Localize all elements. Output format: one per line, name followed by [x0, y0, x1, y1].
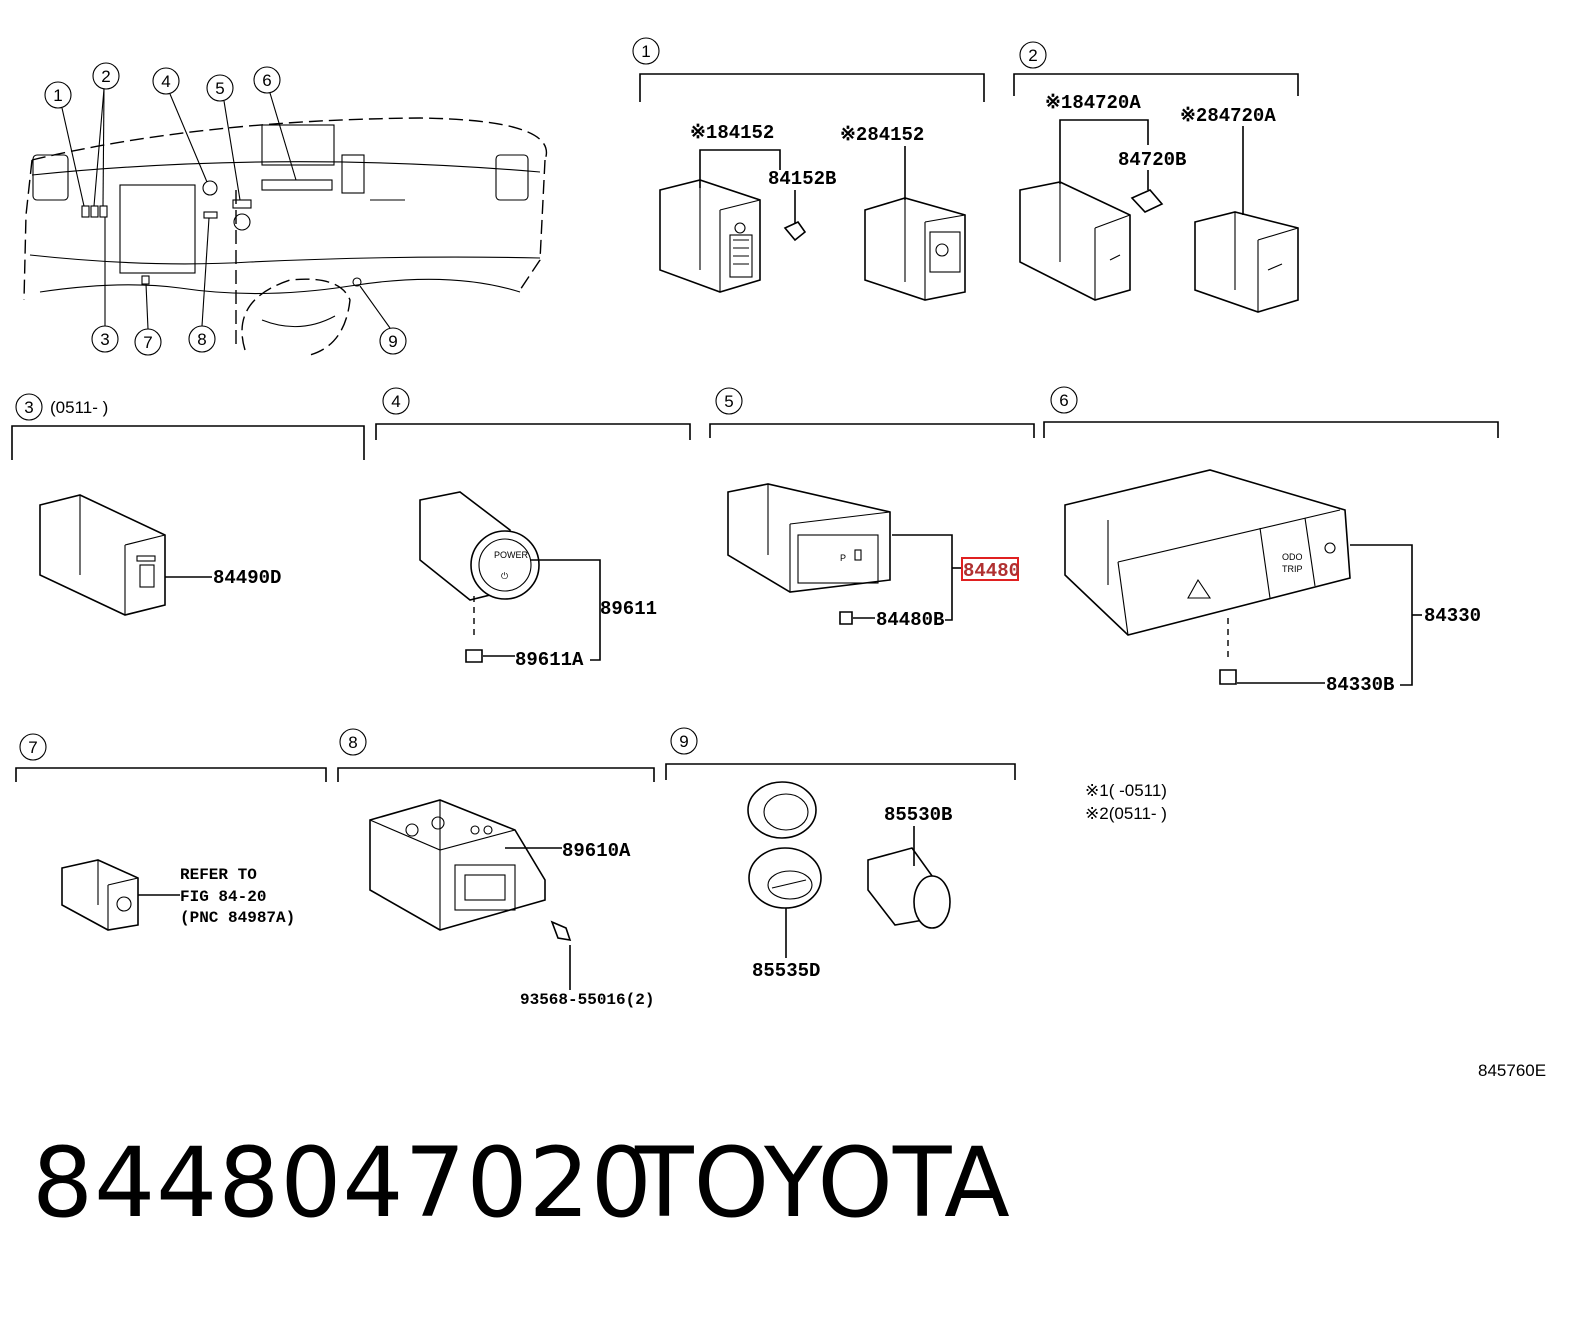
p-switch-label: P [840, 553, 846, 563]
label-84720B: 84720B [1118, 149, 1186, 171]
label-93568: 93568-55016(2) [520, 991, 654, 1009]
section-3-number: 3 [24, 398, 33, 417]
socket-85535D [747, 781, 822, 909]
socket-85530B [867, 847, 951, 929]
section-3-note: (0511- ) [50, 398, 108, 417]
callout-4: 4 [161, 72, 170, 91]
applicability-notes: ※1( -0511) ※2(0511- ) [1085, 781, 1167, 823]
brand-name: TOYOTA [635, 1127, 1010, 1239]
power-label: POWER [494, 550, 529, 560]
section-5: 5 P 84480 84480B [709, 387, 1035, 631]
section-5-number: 5 [724, 392, 733, 411]
section-7-number: 7 [28, 738, 37, 757]
callout-7: 7 [143, 333, 152, 352]
module-89610A [369, 799, 546, 931]
section-4: 4 POWER ⏻ 89611 89611A [375, 387, 691, 671]
label-84480: 84480 [963, 560, 1020, 582]
dashboard-overview: 1 2 4 5 6 3 7 8 9 [23, 62, 548, 356]
label-89611: 89611 [600, 598, 657, 620]
label-84330: 84330 [1424, 605, 1481, 627]
callout-8: 8 [197, 330, 206, 349]
switch-84330: ODO TRIP [1064, 469, 1351, 636]
label-89610A: 89610A [562, 840, 631, 862]
label-85530B: 85530B [884, 804, 952, 826]
section-1-number: 1 [641, 42, 650, 61]
trip-label: TRIP [1282, 564, 1303, 574]
label-84152-1: ※184152 [690, 122, 774, 144]
power-icon: ⏻ [501, 571, 508, 581]
label-89611A: 89611A [515, 649, 584, 671]
refer-line-1: REFER TO [180, 866, 257, 884]
switch-84720A-type2 [1194, 211, 1299, 313]
callout-9: 9 [388, 332, 397, 351]
label-85535D: 85535D [752, 960, 820, 982]
note-1: ※1( -0511) [1085, 781, 1167, 800]
label-84152B: 84152B [768, 168, 836, 190]
label-84480B: 84480B [876, 609, 944, 631]
section-9: 9 85535D 85530B [665, 727, 1016, 982]
callout-5: 5 [215, 79, 224, 98]
callout-3: 3 [100, 330, 109, 349]
section-8-number: 8 [348, 733, 357, 752]
section-9-number: 9 [679, 732, 688, 751]
switch-84490D [39, 494, 166, 616]
section-2-number: 2 [1028, 46, 1037, 65]
switch-84987A [61, 859, 139, 931]
part-number: 8448047020 [32, 1127, 653, 1239]
switch-84720A-type1 [1019, 181, 1131, 301]
refer-line-3: (PNC 84987A) [180, 909, 295, 927]
label-84330B: 84330B [1326, 674, 1394, 696]
callout-6: 6 [262, 71, 271, 90]
section-6-number: 6 [1059, 391, 1068, 410]
label-84720A-2: ※284720A [1180, 105, 1276, 127]
highlight-box-84480 [961, 557, 1019, 581]
section-8: 8 89610A 93568-55016(2) [337, 728, 655, 1009]
note-2: ※2(0511- ) [1085, 804, 1167, 823]
section-3: 3 (0511- ) 84490D [11, 393, 365, 616]
figure-code: 845760E [1478, 1061, 1546, 1080]
section-2: 2 ※184720A 84720B ※284720A [1013, 41, 1299, 313]
callout-1: 1 [53, 86, 62, 105]
switch-84480: P [727, 483, 891, 593]
switch-84152-type1 [659, 179, 761, 293]
callout-2: 2 [101, 67, 110, 86]
section-7: 7 REFER TO FIG 84-20 (PNC 84987A) [15, 733, 327, 931]
power-switch-89611: POWER ⏻ [419, 491, 540, 601]
label-84152-2: ※284152 [840, 124, 924, 146]
section-6: 6 ODO TRIP 84330 84330B [1043, 386, 1499, 696]
section-4-number: 4 [391, 392, 400, 411]
label-84720A-1: ※184720A [1045, 92, 1141, 114]
switch-84152-type2 [864, 197, 966, 301]
refer-line-2: FIG 84-20 [180, 888, 266, 906]
section-1: 1 ※184152 84152B ※284152 [632, 37, 985, 301]
odo-label: ODO [1282, 552, 1303, 562]
label-84490D: 84490D [213, 567, 281, 589]
